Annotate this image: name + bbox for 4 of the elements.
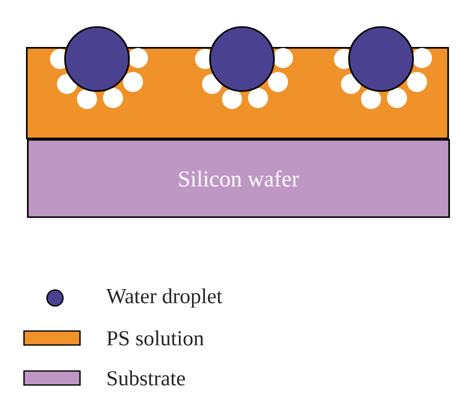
legend-label: Substrate (108, 370, 185, 386)
legend-label: PS solution (106, 330, 204, 346)
substrate-layer: Silicon wafer (27, 139, 450, 218)
legend-label: Water droplet (106, 288, 222, 308)
